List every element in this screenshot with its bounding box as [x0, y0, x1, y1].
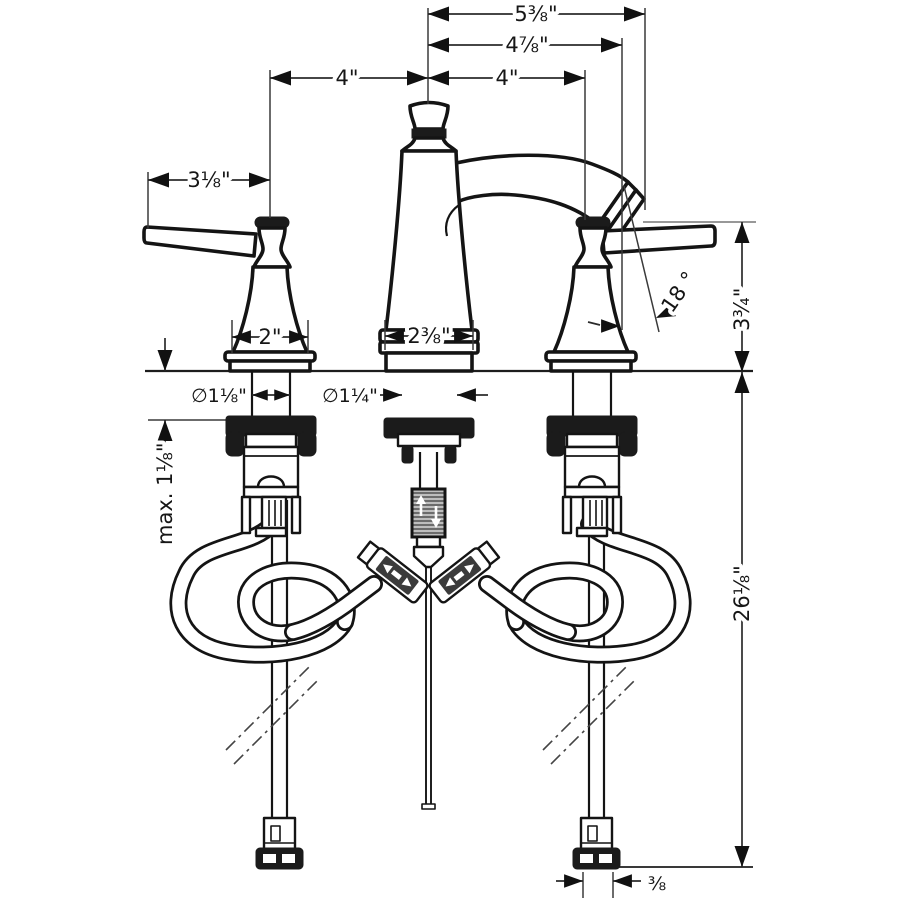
left-hose-fitting	[356, 540, 429, 604]
flow-arrow-icon	[383, 564, 393, 574]
mounting-bolt	[444, 445, 457, 464]
flow-arrow-icon	[401, 577, 412, 587]
dim-spout-base-label: 2⅜"	[407, 324, 450, 348]
left-valve-underdeck	[225, 371, 317, 538]
spout-base-plate	[384, 351, 474, 373]
dim-connection-size-label: ⅜	[648, 873, 666, 895]
angle-leader-line	[587, 321, 601, 326]
angle-reference-line	[623, 185, 660, 333]
handle-lever	[142, 225, 258, 258]
break-mark-icon	[542, 665, 628, 751]
flow-up-arrow-icon	[416, 495, 426, 504]
left-handle-assembly	[142, 216, 317, 373]
check-valve-connector	[410, 487, 447, 539]
dim-height-label: 3¾"	[730, 288, 754, 331]
right-hose-fitting	[428, 540, 501, 604]
pop-up-rod	[421, 560, 436, 810]
mounting-lug	[225, 431, 245, 457]
handle-lever	[600, 224, 717, 255]
dim-right-spacing-label: 4"	[495, 66, 518, 90]
valve-dome	[256, 475, 286, 488]
gasket	[244, 432, 298, 449]
connector-collar	[415, 535, 442, 549]
center-connector-assembly	[356, 452, 501, 604]
cartridge-knob	[408, 100, 450, 131]
flow-arrow-icon	[445, 577, 456, 587]
handle-base-plate	[228, 359, 312, 373]
handle-neck	[573, 226, 613, 269]
break-mark-icon	[550, 679, 636, 765]
dim-supply-length-label: 26⅛"	[730, 565, 754, 622]
spout-root-curve	[444, 204, 460, 237]
dim-lever-reach-label: 3⅛"	[187, 168, 230, 192]
center-mounting-flange	[383, 417, 475, 464]
dim-aerator-reach-label: 4⅞"	[505, 33, 548, 57]
handle-base-plate	[549, 359, 633, 373]
left-hose-coil	[169, 515, 383, 664]
mounting-lug	[297, 431, 317, 457]
dim-deck-thickness-label: max. 1⅛"	[153, 443, 177, 545]
right-hose-coil	[478, 515, 692, 664]
flow-down-arrow-icon	[431, 519, 441, 528]
supply-tubes	[225, 500, 636, 870]
handle-neck	[252, 226, 292, 269]
supply-end-fitting	[572, 847, 621, 870]
dim-left-spacing-label: 4"	[335, 66, 358, 90]
right-handle-assembly	[544, 216, 717, 373]
dim-handle-hole-label: ∅1⅛"	[191, 385, 247, 407]
dim-handle-base-label: 2"	[258, 325, 281, 349]
ribbed-valve-body	[260, 495, 288, 531]
flow-arrow-icon	[464, 564, 474, 574]
supply-end-fitting	[255, 847, 304, 870]
break-mark-icon	[233, 679, 319, 765]
spout-body	[384, 149, 474, 332]
dim-spout-overall-label: 5⅜"	[514, 2, 557, 26]
tee-body	[412, 545, 445, 569]
mounting-bolt	[401, 445, 414, 464]
flexible-hoses	[169, 515, 692, 664]
break-mark-icon	[225, 665, 311, 751]
dim-spout-hole-label: ∅1¼"	[322, 385, 378, 407]
extension-lines	[147, 8, 660, 898]
